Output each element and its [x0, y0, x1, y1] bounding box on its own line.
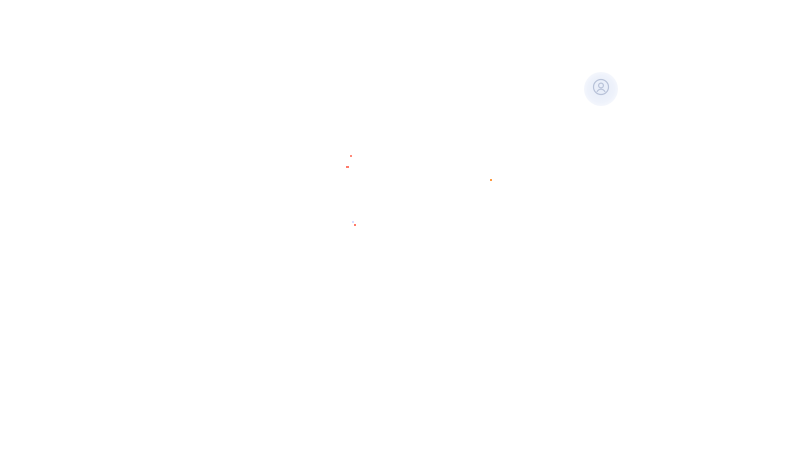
user-avatar-button[interactable]: [584, 72, 618, 106]
decorative-dot: [352, 221, 354, 223]
decorative-dot: [490, 179, 492, 181]
decorative-dot: [346, 166, 349, 168]
user-circle-icon: [592, 78, 610, 101]
decorative-dot: [354, 224, 356, 226]
decorative-dot: [350, 155, 352, 157]
